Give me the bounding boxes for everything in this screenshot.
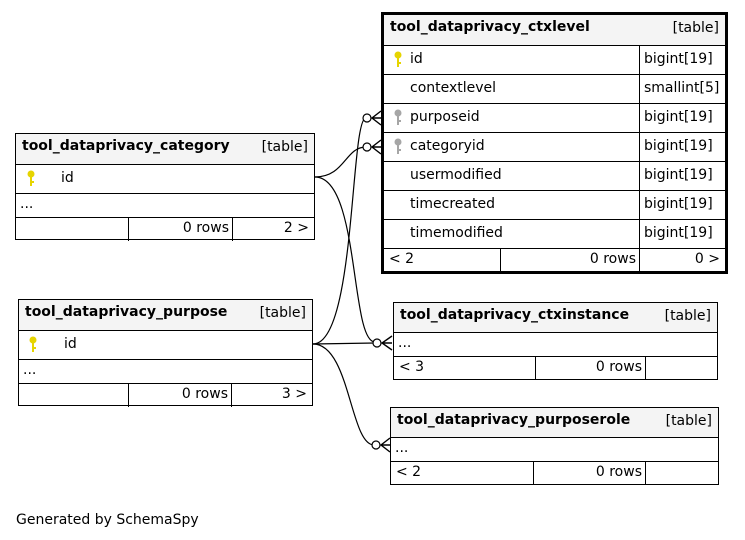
row-count: 0 rows [181,386,228,402]
edge-category-ctxinstance [314,176,376,343]
table-ctxinstance[interactable]: tool_dataprivacy_ctxinstance [table] ...… [393,302,718,380]
edge-purpose-purposerole [312,343,375,446]
primary-key-icon [29,336,37,352]
column-row[interactable]: id [16,164,314,193]
children-count[interactable]: 3 > [281,386,307,402]
row-count: 0 rows [182,220,229,236]
edge-category-ctxlevel [314,146,367,178]
table-header: tool_dataprivacy_purposerole [table] [391,408,718,437]
column-type: smallint[5] [644,80,720,96]
ellipsis: ... [395,440,409,456]
table-name: tool_dataprivacy_purpose [25,304,228,320]
table-purpose[interactable]: tool_dataprivacy_purpose [table] id ... … [18,299,313,407]
more-columns-row: ... [16,193,314,217]
primary-key-icon [27,170,35,186]
foreign-key-icon [394,138,402,154]
column-row[interactable]: contextlevel smallint[5] [384,74,725,103]
generator-credit: Generated by SchemaSpy [16,512,199,528]
ellipsis: ... [398,335,412,351]
edge-purpose-ctxinstance [312,342,376,345]
table-footer: 0 rows 3 > [19,383,312,407]
table-header: tool_dataprivacy_purpose [table] [19,300,312,330]
table-kind: [table] [665,413,712,429]
table-kind: [table] [261,139,308,155]
column-row[interactable]: timecreated bigint[19] [384,190,725,219]
children-count[interactable]: 2 > [283,220,309,236]
column-type: bigint[19] [644,109,713,125]
more-columns-row: ... [394,332,717,356]
table-header: tool_dataprivacy_ctxlevel [table] [384,15,725,45]
table-category[interactable]: tool_dataprivacy_category [table] id ...… [15,133,315,241]
table-name: tool_dataprivacy_category [22,138,230,154]
column-type: bigint[19] [644,167,713,183]
column-name: id [410,51,423,67]
column-name: id [64,336,77,352]
optional-marker [362,113,372,123]
table-footer: < 2 0 rows [391,461,718,484]
table-purposerole[interactable]: tool_dataprivacy_purposerole [table] ...… [390,407,719,485]
ellipsis: ... [23,362,37,378]
column-name: purposeid [410,109,480,125]
more-columns-row: ... [19,359,312,383]
column-row[interactable]: categoryid bigint[19] [384,132,725,161]
table-footer: < 3 0 rows [394,356,717,379]
table-footer: 0 rows 2 > [16,217,314,241]
column-name: id [61,170,74,186]
column-type: bigint[19] [644,196,713,212]
optional-marker [371,440,381,450]
table-ctxlevel[interactable]: tool_dataprivacy_ctxlevel [table] id big… [381,12,728,274]
parents-count[interactable]: < 3 [399,359,425,375]
children-count[interactable]: 0 > [694,251,720,267]
column-type: bigint[19] [644,138,713,154]
parents-count[interactable]: < 2 [396,464,422,480]
table-kind: [table] [672,20,719,36]
row-count: 0 rows [589,251,636,267]
parents-count[interactable]: < 2 [389,251,415,267]
column-name: categoryid [410,138,485,154]
column-name: timecreated [410,196,495,212]
table-kind: [table] [259,305,306,321]
table-header: tool_dataprivacy_ctxinstance [table] [394,303,717,332]
table-name: tool_dataprivacy_ctxinstance [400,307,630,323]
table-footer: < 2 0 rows 0 > [384,248,725,272]
ellipsis: ... [20,196,34,212]
row-count: 0 rows [595,464,642,480]
edge-purpose-ctxlevel [312,117,367,345]
column-row[interactable]: id [19,330,312,359]
more-columns-row: ... [391,437,718,461]
table-kind: [table] [664,308,711,324]
column-type: bigint[19] [644,225,713,241]
column-name: usermodified [410,167,502,183]
column-row[interactable]: id bigint[19] [384,45,725,74]
optional-marker [372,338,382,348]
primary-key-icon [394,51,402,67]
table-header: tool_dataprivacy_category [table] [16,134,314,164]
column-row[interactable]: timemodified bigint[19] [384,219,725,248]
table-name: tool_dataprivacy_ctxlevel [390,19,590,35]
column-type: bigint[19] [644,51,713,67]
crowfoot-marker [379,437,391,453]
optional-marker [362,142,372,152]
column-name: timemodified [410,225,503,241]
crowfoot-marker [370,110,382,126]
crowfoot-marker [380,335,393,351]
column-name: contextlevel [410,80,497,96]
column-row[interactable]: usermodified bigint[19] [384,161,725,190]
column-row[interactable]: purposeid bigint[19] [384,103,725,132]
crowfoot-marker [370,139,382,155]
foreign-key-icon [394,109,402,125]
table-name: tool_dataprivacy_purposerole [397,412,631,428]
row-count: 0 rows [595,359,642,375]
